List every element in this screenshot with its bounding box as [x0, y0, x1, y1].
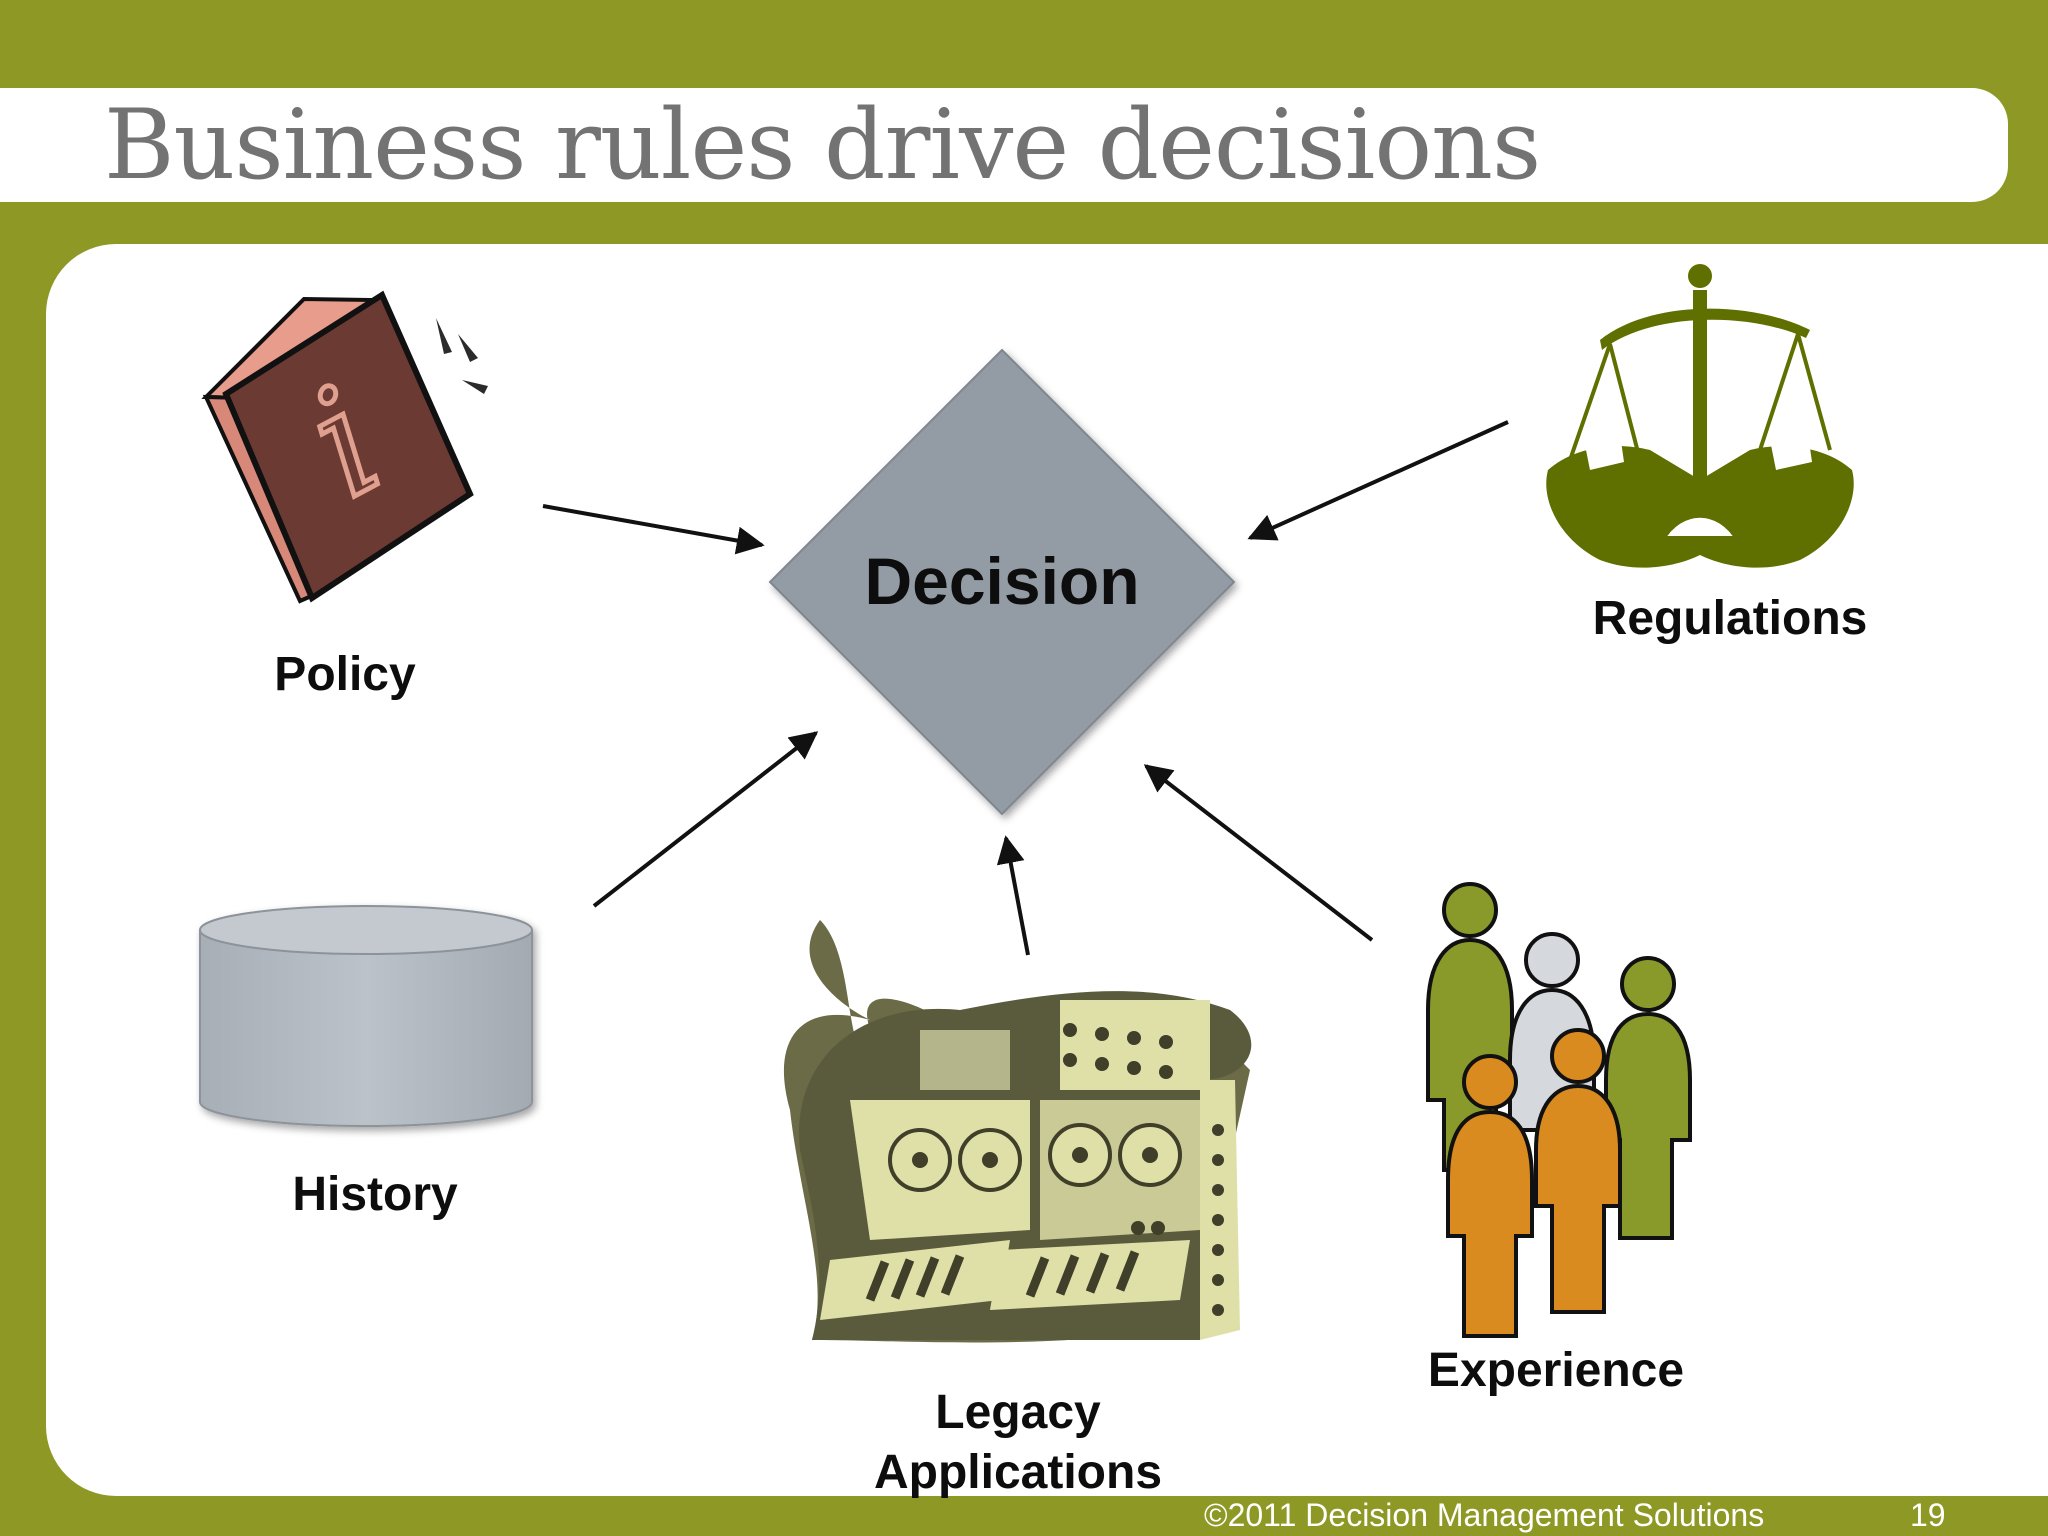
arrow-experience-to-decision — [1143, 764, 1374, 942]
database-cylinder-icon — [199, 905, 533, 1127]
legacy-label-line2: Applications — [874, 1446, 1162, 1499]
title-bar — [0, 88, 2008, 202]
mainframe-computer-icon — [783, 920, 1252, 1343]
arrow-regulations-to-decision — [1247, 420, 1509, 541]
decision-diamond — [768, 348, 1236, 816]
policy-label: Policy — [274, 648, 416, 701]
decision-label: Decision — [864, 544, 1139, 618]
footer-page-number: 19 — [1910, 1497, 1946, 1533]
slide-title: Business rules drive decisions — [104, 89, 1541, 201]
scales-of-justice-icon — [1546, 264, 1854, 568]
experience-label: Experience — [1428, 1344, 1684, 1397]
regulations-label: Regulations — [1593, 592, 1868, 645]
legacy-label-line1: Legacy — [935, 1386, 1101, 1439]
arrow-history-to-decision — [592, 731, 819, 908]
people-group-icon — [1426, 882, 1692, 1338]
footer-copyright: ©2011 Decision Management Solutions — [1204, 1497, 1765, 1533]
info-book-icon: i — [201, 290, 488, 604]
arrow-policy-to-decision — [542, 504, 765, 555]
history-label: History — [292, 1168, 458, 1221]
arrow-legacy-to-decision — [996, 835, 1030, 956]
